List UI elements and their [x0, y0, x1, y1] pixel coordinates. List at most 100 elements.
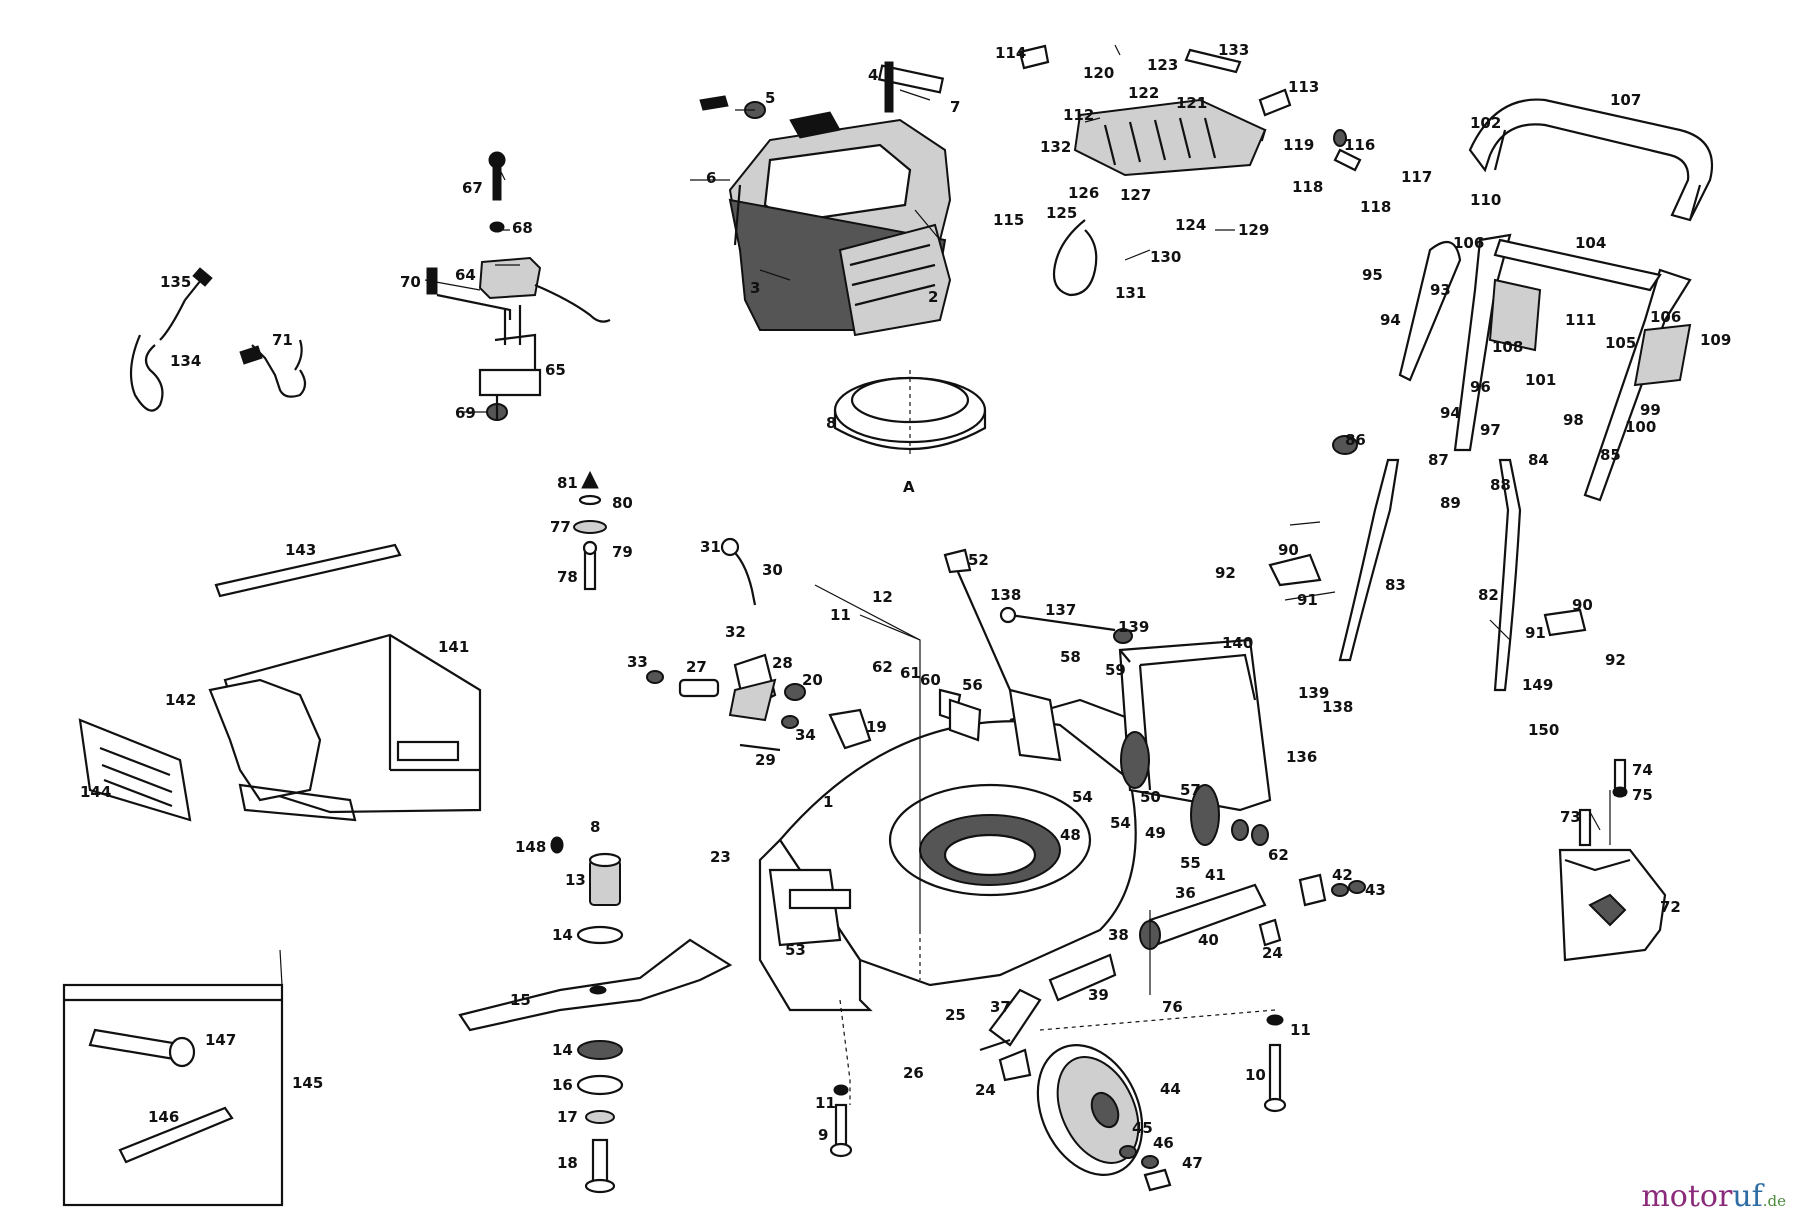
flap-bolt-52	[943, 548, 1012, 691]
label-24b: 24	[975, 1081, 996, 1099]
label-71: 71	[272, 331, 293, 349]
label-130: 130	[1150, 248, 1181, 266]
label-16: 16	[552, 1076, 573, 1094]
label-14a: 14	[552, 926, 573, 944]
handle-assembly	[1246, 98, 1714, 692]
label-74: 74	[1632, 761, 1653, 779]
label-50: 50	[1140, 788, 1161, 806]
bolts-9-10-11	[829, 1014, 1287, 1158]
label-80: 80	[612, 494, 633, 512]
wheel-44	[1036, 1044, 1172, 1192]
label-62b: 62	[1268, 846, 1289, 864]
label-88: 88	[1490, 476, 1511, 494]
label-31: 31	[700, 538, 721, 556]
label-7: 7	[950, 98, 960, 116]
label-24a: 24	[1262, 944, 1283, 962]
label-114: 114	[995, 44, 1026, 62]
label-8a: 8	[826, 414, 836, 432]
front-axle-40	[1048, 873, 1366, 1002]
label-44: 44	[1160, 1080, 1181, 1098]
label-129: 129	[1238, 221, 1269, 239]
label-37: 37	[990, 998, 1011, 1016]
label-58: 58	[1060, 648, 1081, 666]
label-19: 19	[866, 718, 887, 736]
label-149: 149	[1522, 676, 1553, 694]
label-113: 113	[1288, 78, 1319, 96]
blade-assembly	[458, 836, 733, 1194]
label-11a: 11	[830, 606, 851, 624]
label-59: 59	[1105, 661, 1126, 679]
watermark-logo: motoruf.de	[1641, 1179, 1786, 1214]
label-115: 115	[993, 211, 1024, 229]
label-3: 3	[750, 279, 760, 297]
label-145: 145	[292, 1074, 323, 1092]
label-2: 2	[928, 288, 938, 306]
label-123: 123	[1147, 56, 1178, 74]
label-143: 143	[285, 541, 316, 559]
label-137: 137	[1045, 601, 1076, 619]
label-104: 104	[1575, 234, 1606, 252]
label-64: 64	[455, 266, 476, 284]
label-97: 97	[1480, 421, 1501, 439]
throttle-bracket-group	[426, 151, 611, 421]
label-1: 1	[823, 793, 833, 811]
label-139a: 139	[1118, 618, 1149, 636]
label-72: 72	[1660, 898, 1681, 916]
label-83: 83	[1385, 576, 1406, 594]
label-40: 40	[1198, 931, 1219, 949]
label-57: 57	[1180, 781, 1201, 799]
label-33: 33	[627, 653, 648, 671]
label-25: 25	[945, 1006, 966, 1024]
engine-assembly	[728, 111, 952, 337]
engine-small-parts	[699, 61, 945, 119]
label-92a: 92	[1215, 564, 1236, 582]
label-78: 78	[557, 568, 578, 586]
label-140: 140	[1222, 634, 1253, 652]
label-116: 116	[1344, 136, 1375, 154]
label-84: 84	[1528, 451, 1549, 469]
label-4: 4	[868, 66, 878, 84]
part-number-labels: 114 133 120 123 122 121 113 112 132 119 …	[80, 41, 1731, 1172]
label-112: 112	[1063, 106, 1094, 124]
label-82: 82	[1478, 586, 1499, 604]
label-11c: 11	[815, 1094, 836, 1112]
label-100: 100	[1625, 418, 1656, 436]
label-86: 86	[1345, 431, 1366, 449]
label-139b: 139	[1298, 684, 1329, 702]
label-47: 47	[1182, 1154, 1203, 1172]
label-70: 70	[400, 273, 421, 291]
label-90b: 90	[1572, 596, 1593, 614]
label-133: 133	[1218, 41, 1249, 59]
support-bracket-72	[1558, 758, 1667, 962]
label-134: 134	[170, 352, 201, 370]
label-132: 132	[1040, 138, 1071, 156]
screw-stack-77-81	[573, 470, 607, 591]
label-126: 126	[1068, 184, 1099, 202]
control-panel-132	[1018, 44, 1362, 297]
label-6: 6	[706, 169, 716, 187]
label-110: 110	[1470, 191, 1501, 209]
label-124: 124	[1175, 216, 1206, 234]
label-111: 111	[1565, 311, 1596, 329]
label-61: 61	[900, 664, 921, 682]
label-48: 48	[1060, 826, 1081, 844]
label-92b: 92	[1605, 651, 1626, 669]
label-18: 18	[557, 1154, 578, 1172]
label-109: 109	[1700, 331, 1731, 349]
label-65: 65	[545, 361, 566, 379]
height-adjust-parts	[938, 688, 1269, 846]
label-53: 53	[785, 941, 806, 959]
label-105: 105	[1605, 334, 1636, 352]
label-93: 93	[1430, 281, 1451, 299]
label-138b: 138	[1322, 698, 1353, 716]
label-131: 131	[1115, 284, 1146, 302]
label-27: 27	[686, 658, 707, 676]
label-77: 77	[550, 518, 571, 536]
label-41: 41	[1205, 866, 1226, 884]
label-87: 87	[1428, 451, 1449, 469]
label-52: 52	[968, 551, 989, 569]
label-28: 28	[772, 654, 793, 672]
label-138a: 138	[990, 586, 1021, 604]
label-91b: 91	[1525, 624, 1546, 642]
label-14b: 14	[552, 1041, 573, 1059]
